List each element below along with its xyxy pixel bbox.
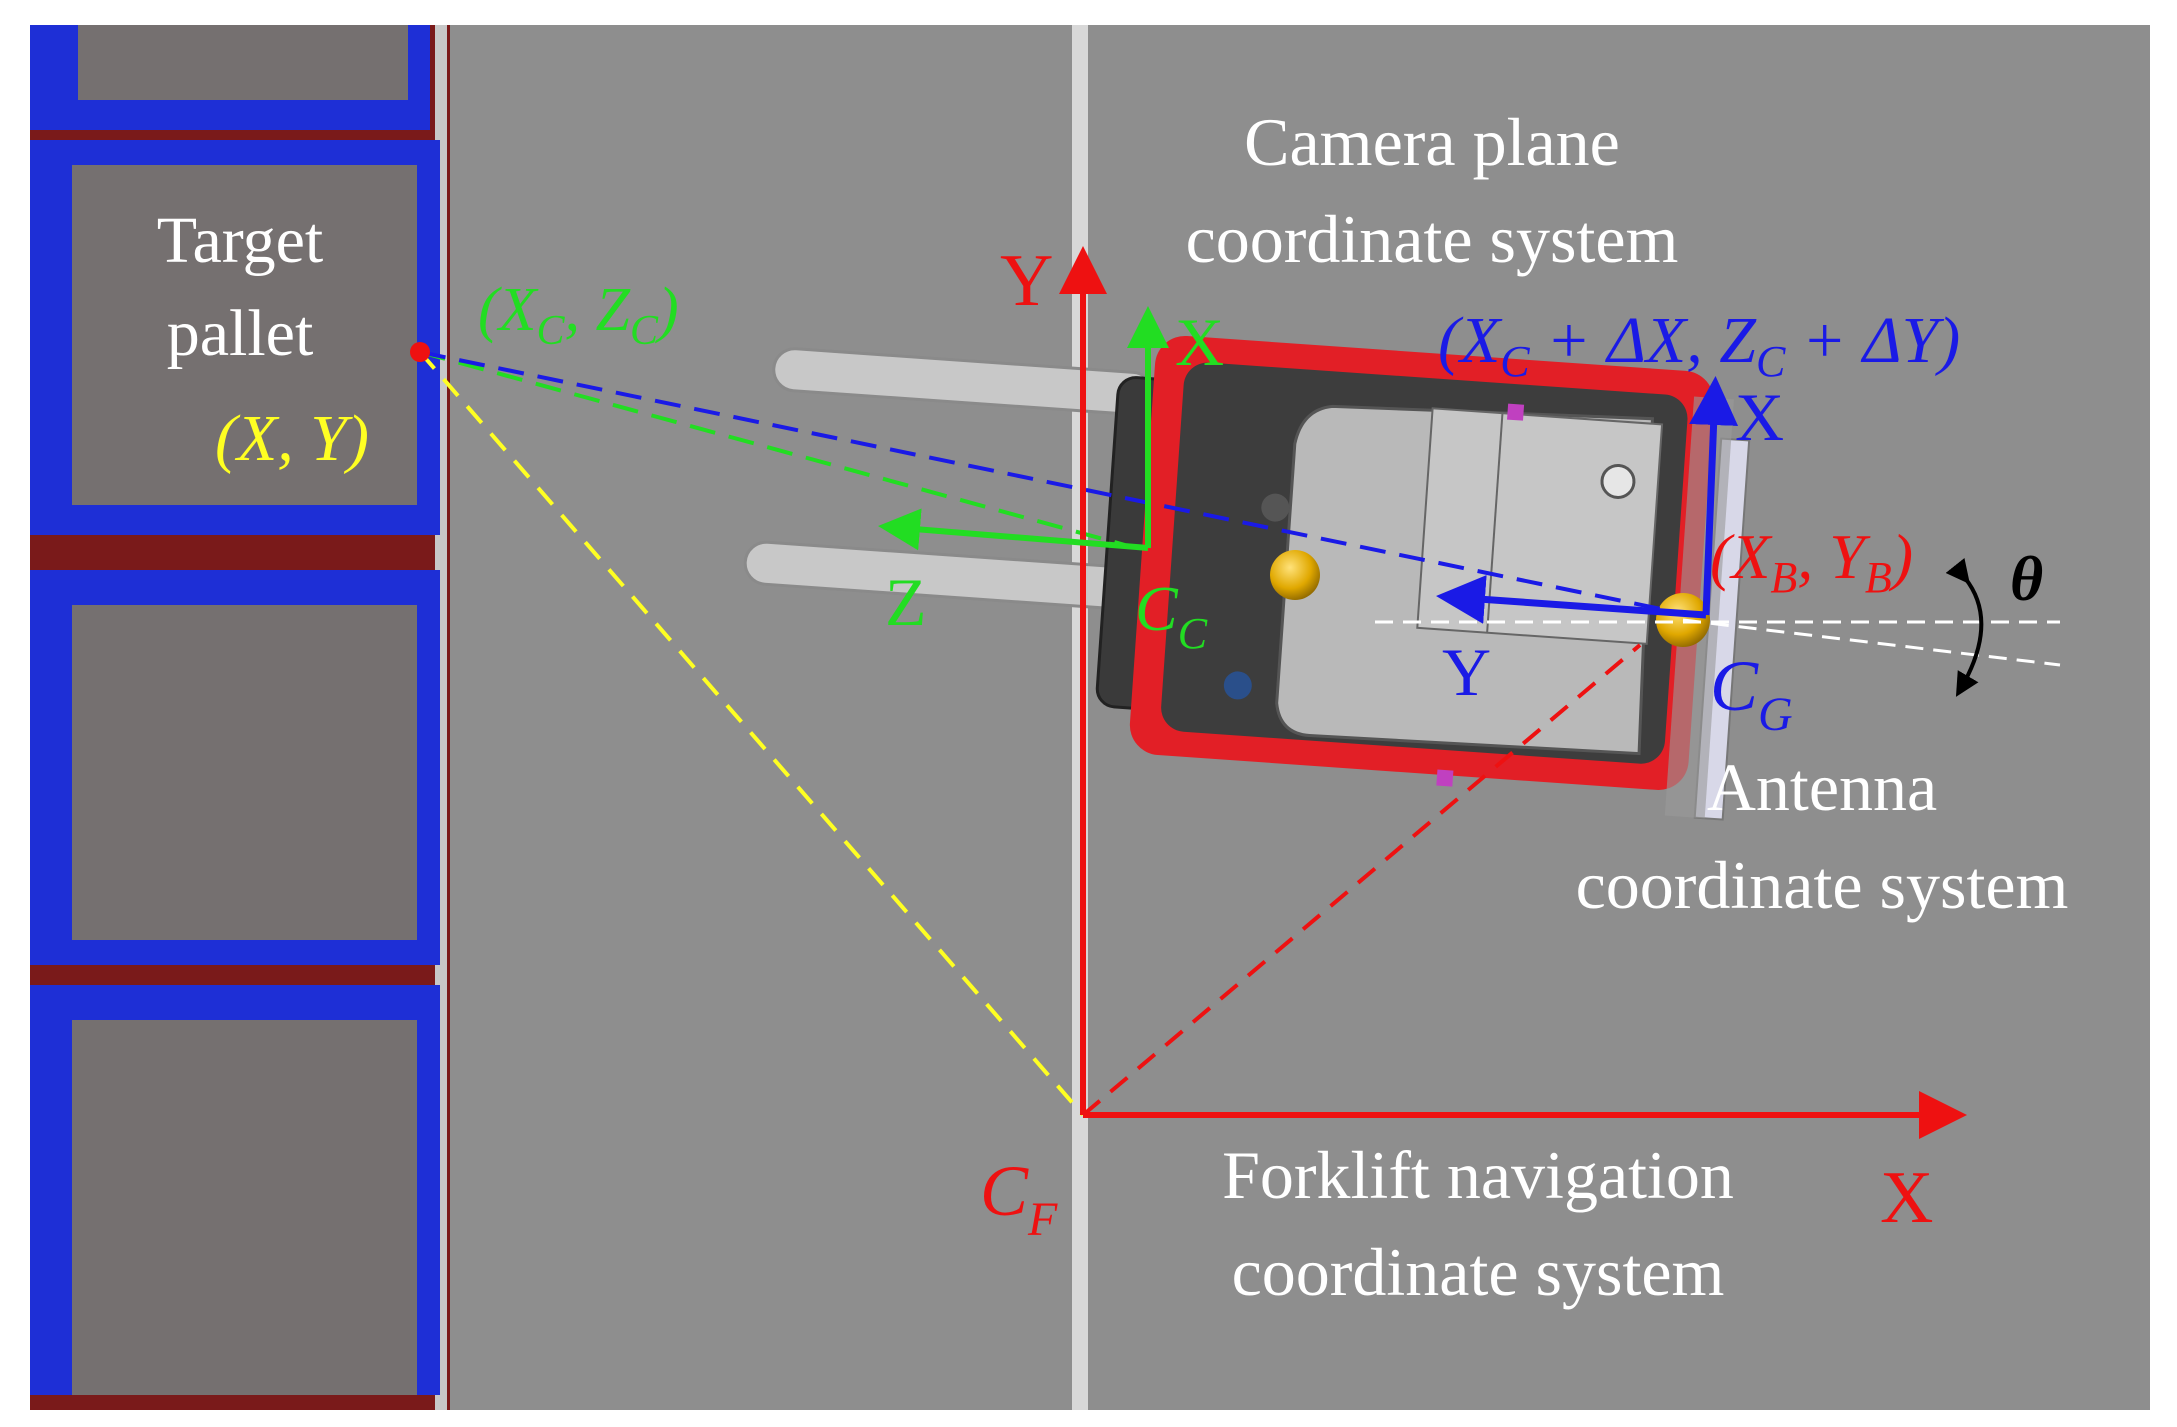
pink-marker-1 <box>1507 403 1525 421</box>
indicator <box>1600 463 1636 499</box>
camera-plane-label-1: Camera plane <box>1244 104 1620 180</box>
theta-arc <box>1945 558 1984 697</box>
blue-dashed-line <box>419 350 1691 617</box>
theta-label: θ <box>2010 543 2043 614</box>
target-pallet-label-1: Target <box>157 204 323 277</box>
cam-z-axis-label: Z <box>885 564 927 640</box>
nav-x-axis-label: X <box>1880 1157 1933 1239</box>
rack-box-1 <box>78 25 408 100</box>
red-dashed-line <box>1081 643 1642 1117</box>
pallet-coord-label: (X, Y) <box>215 402 369 475</box>
rack-box-2 <box>72 165 417 505</box>
camera-ball <box>1270 550 1320 600</box>
target-pallet-label-2: pallet <box>167 297 314 370</box>
rack-box-4 <box>72 1020 417 1395</box>
blue-knob <box>1223 671 1252 700</box>
cf-origin-label: CF <box>980 1151 1058 1246</box>
antenna-label-2: coordinate system <box>1576 847 2069 923</box>
ant-x-axis <box>1689 376 1739 616</box>
cg-origin-label: CG <box>1710 646 1793 741</box>
forklift-nav-label-1: Forklift navigation <box>1222 1137 1734 1213</box>
camera-plane-label-2: coordinate system <box>1186 201 1679 277</box>
forklift-nav-label-2: coordinate system <box>1232 1234 1725 1310</box>
camera-coord-label: (XC, ZC) <box>478 276 679 354</box>
cam-x-axis-label: X <box>1175 304 1224 380</box>
rack-box-3 <box>72 605 417 940</box>
ant-x-axis-label: X <box>1735 379 1784 455</box>
antenna-coord-label: (XB, YB) <box>1710 521 1913 602</box>
ant-y-axis <box>1436 575 1707 624</box>
steering-knob <box>1261 493 1290 522</box>
shift-coord-label: (XC + ΔX, ZC + ΔY) <box>1438 304 1960 386</box>
nav-y-axis-label: Y <box>1000 240 1053 322</box>
yellow-dashed-line <box>418 350 1085 1117</box>
antenna-label-1: Antenna <box>1707 749 1937 825</box>
target-point <box>410 342 430 362</box>
pink-marker-2 <box>1436 769 1454 787</box>
cam-z-axis <box>878 508 1149 551</box>
ant-y-axis-label: Y <box>1442 634 1491 710</box>
cc-origin-label: CC <box>1135 573 1208 658</box>
pallet-rack <box>30 25 450 1410</box>
theta-tilted-line <box>1682 618 2061 667</box>
green-dashed-line <box>419 350 1126 547</box>
